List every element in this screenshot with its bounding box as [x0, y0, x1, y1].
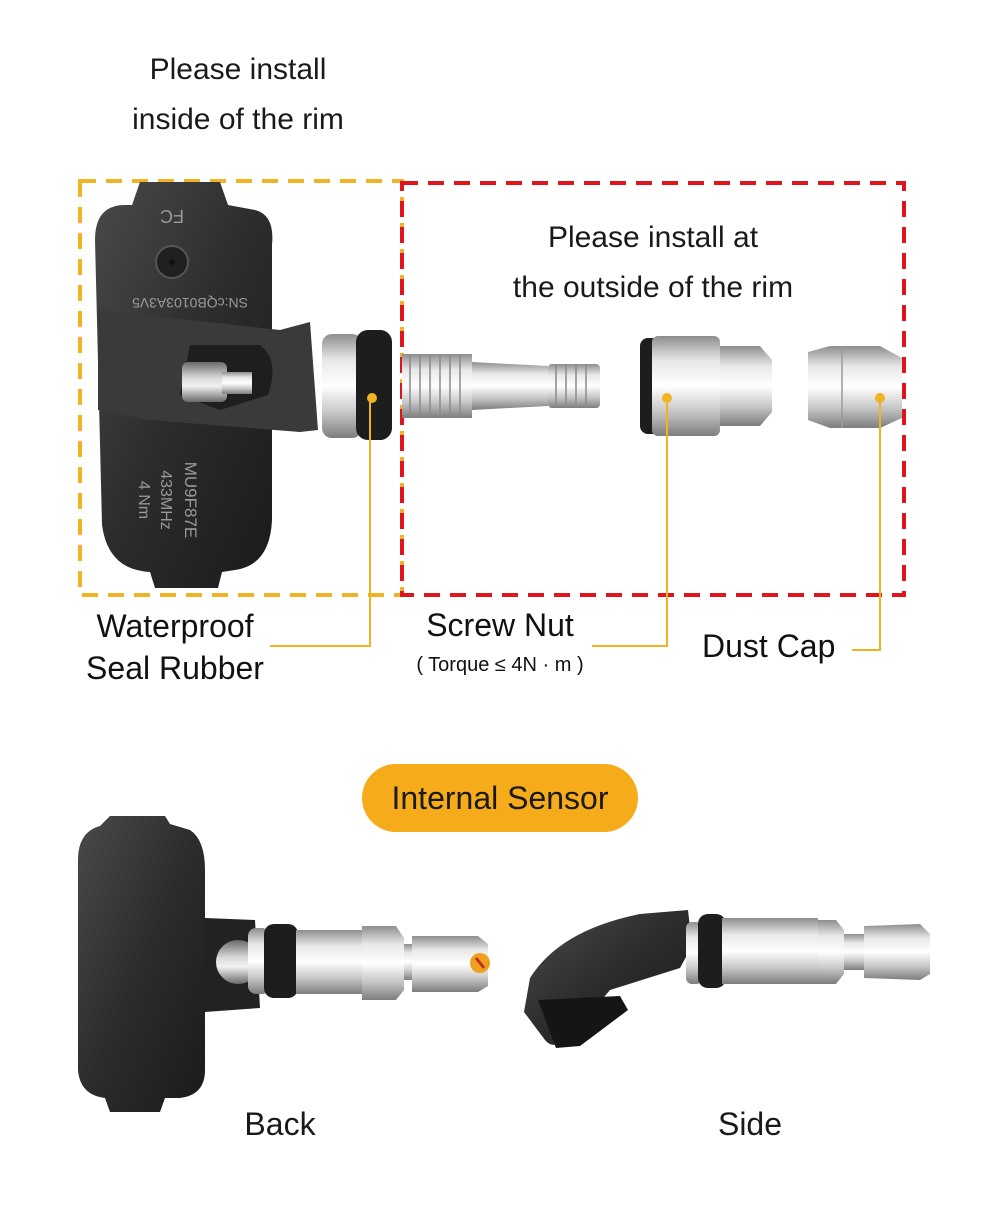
- valve-stem: [402, 354, 600, 418]
- sensor-side-view: [524, 910, 930, 1048]
- sensor-frequency: 433MHz: [157, 470, 174, 530]
- torque-note: ( Torque ≤ 4N · m ): [416, 654, 584, 676]
- sensor-model: MU9F87E: [181, 462, 200, 539]
- seal-rubber: [322, 330, 392, 440]
- dust-cap: [808, 346, 902, 428]
- inside-rim-note: Please install inside of the rim: [132, 53, 344, 136]
- sensor-torque-mark: 4 Nm: [135, 481, 152, 519]
- sensor-serial: SN:cQB0103A3V5: [132, 295, 248, 311]
- screw-nut-label: Screw Nut: [426, 607, 574, 643]
- sensor-back-view: [78, 816, 490, 1112]
- outside-rim-note: Please install at the outside of the rim: [512, 221, 794, 304]
- leader-dots: [367, 393, 885, 403]
- back-view-caption: Back: [244, 1106, 316, 1142]
- screw-nut: [640, 336, 772, 436]
- seal-rubber-label: Waterproof Seal Rubber: [86, 608, 264, 686]
- sensor-fcc-mark: FC: [160, 206, 184, 226]
- side-view-caption: Side: [717, 1106, 783, 1142]
- dust-cap-label: Dust Cap: [702, 628, 836, 664]
- tpms-sensor-body: [95, 182, 318, 588]
- internal-sensor-badge: Internal Sensor: [362, 764, 638, 832]
